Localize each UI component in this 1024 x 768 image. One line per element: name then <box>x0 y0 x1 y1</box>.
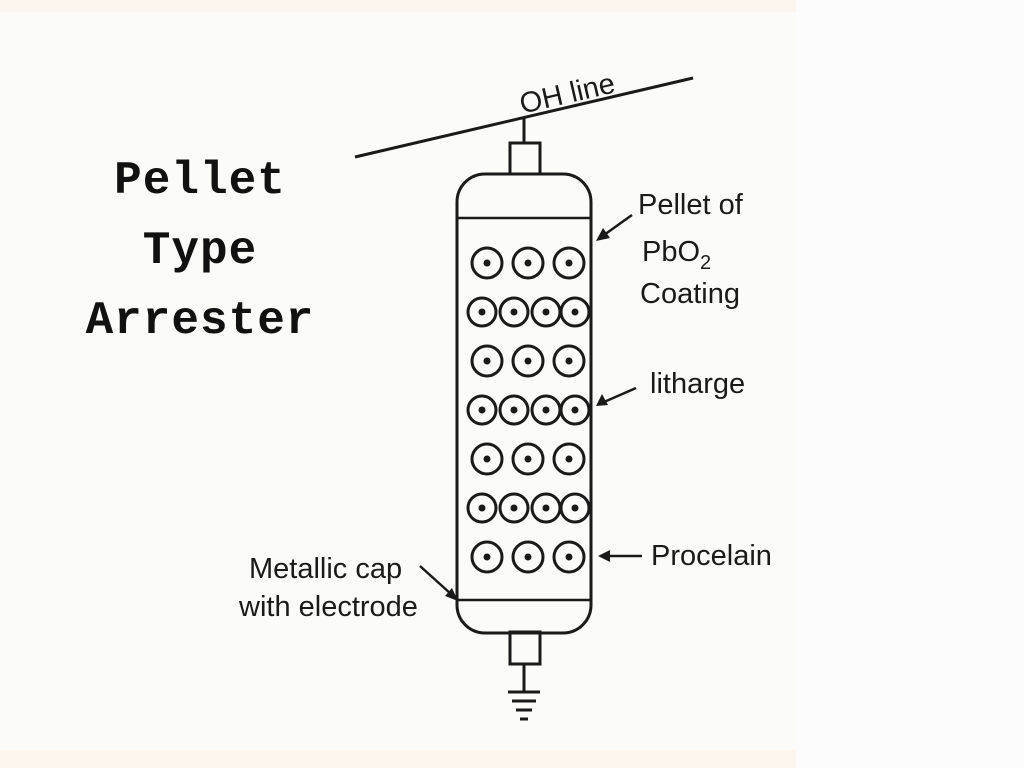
pellet-core-dot <box>524 357 532 365</box>
arrester-body <box>455 172 593 635</box>
pellet-core-dot <box>565 259 573 267</box>
bottom-terminal <box>508 630 542 666</box>
pellet-ring <box>559 394 591 426</box>
title-line-arrester: Arrester <box>85 295 315 347</box>
label-pbo-base: PbO <box>642 236 700 268</box>
pellet-core-dot <box>510 504 518 512</box>
label-pellet-line1: Pellet of <box>638 189 744 221</box>
pellet-ring <box>470 540 504 574</box>
pellet-core-dot <box>565 455 573 463</box>
pellet-ring <box>466 394 498 426</box>
pellet-core-dot <box>542 504 550 512</box>
pellet-ring <box>552 344 586 378</box>
pellet-ring <box>466 296 498 328</box>
pellet-ring <box>498 296 530 328</box>
pellet-ring <box>466 492 498 524</box>
pellet-core-dot <box>565 357 573 365</box>
oh-line-conductor <box>354 76 694 159</box>
label-pellet-line2: PbO2 <box>642 236 711 274</box>
pellet-ring <box>511 344 545 378</box>
pellet-ring <box>552 540 586 574</box>
pellet-core-dot <box>542 406 550 414</box>
pellet-ring <box>511 540 545 574</box>
pellet-ring <box>511 442 545 476</box>
pellet-core-dot <box>478 308 486 316</box>
label-metallic-cap-line1: Metallic cap <box>249 553 402 585</box>
label-oh-line: OH line <box>517 68 618 121</box>
arrow-litharge <box>596 386 637 406</box>
pellet-core-dot <box>571 308 579 316</box>
pellet-core-dot <box>524 553 532 561</box>
scanned-figure-background <box>0 12 796 750</box>
pellet-core-dot <box>571 504 579 512</box>
pellet-ring <box>470 442 504 476</box>
pellet-core-dot <box>483 553 491 561</box>
pellet-core-dot <box>483 357 491 365</box>
title-line-pellet: Pellet <box>114 155 286 207</box>
pellet-core-dot <box>478 504 486 512</box>
slide-title: Pellet Type Arrester <box>40 146 360 356</box>
pellet-core-dot <box>483 259 491 267</box>
pellet-ring <box>559 492 591 524</box>
pellet-core-dot <box>478 406 486 414</box>
pellet-core-dot <box>571 406 579 414</box>
arrow-porcelain <box>598 550 642 562</box>
pellet-core-dot <box>565 553 573 561</box>
pellet-ring <box>498 394 530 426</box>
arrow-metallic-cap <box>419 565 458 601</box>
pellet-ring <box>470 246 504 280</box>
pellet-ring <box>511 246 545 280</box>
arrow-pellet <box>596 213 633 241</box>
pellet-core-dot <box>524 259 532 267</box>
pellet-ring <box>470 344 504 378</box>
pellet-core-dot <box>542 308 550 316</box>
right-margin-strip <box>796 0 1024 768</box>
label-pellet-line3: Coating <box>640 278 740 310</box>
pellet-ring <box>559 296 591 328</box>
label-pbo-subscript: 2 <box>700 252 711 274</box>
label-porcelain: Procelain <box>651 540 772 572</box>
title-line-type: Type <box>142 225 258 277</box>
pellet-core-dot <box>483 455 491 463</box>
pellet-core-dot <box>524 455 532 463</box>
pellet-group <box>466 246 591 574</box>
pellet-ring <box>552 442 586 476</box>
top-terminal <box>508 141 542 178</box>
label-metallic-cap-line2: with electrode <box>238 591 418 623</box>
pellet-core-dot <box>510 308 518 316</box>
pellet-ring <box>552 246 586 280</box>
ground-symbol <box>508 690 540 721</box>
pellet-core-dot <box>510 406 518 414</box>
pellet-ring <box>498 492 530 524</box>
label-litharge: litharge <box>650 368 745 400</box>
